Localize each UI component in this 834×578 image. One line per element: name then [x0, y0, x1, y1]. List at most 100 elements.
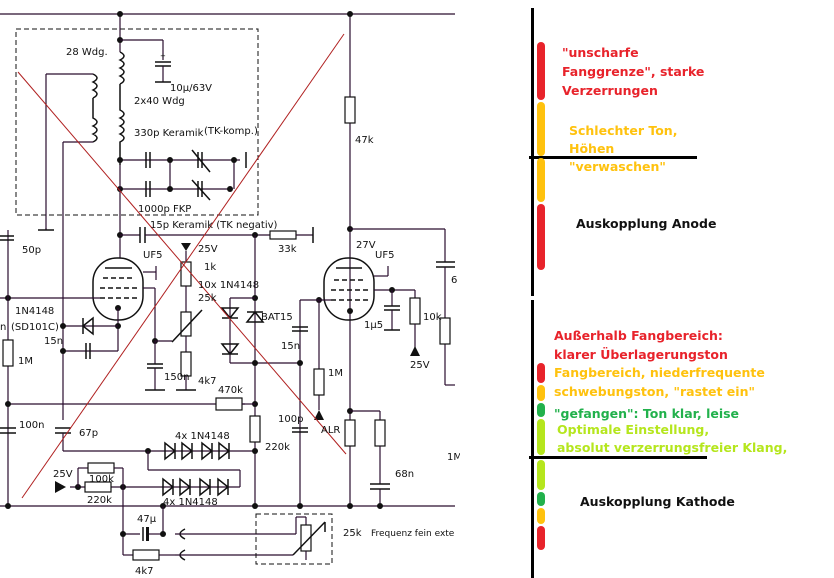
- label-cap-67p: 67p: [79, 428, 98, 439]
- diode-1n4148: [81, 316, 94, 336]
- note-line: "gefangen": Ton klar, leise: [554, 406, 740, 421]
- label-r-33k: 33k: [278, 244, 297, 255]
- note-line: "unscharfe: [562, 45, 639, 60]
- pot-arrow: [171, 309, 203, 343]
- external-pot-box: [255, 513, 333, 565]
- resistor-33k: [269, 230, 297, 240]
- note-line: klarer Überlagerungston: [554, 347, 728, 362]
- kathode-bar-red-top: [537, 363, 545, 383]
- label-cap-68n: 68n: [395, 469, 414, 480]
- capacitor-bank: [117, 149, 247, 201]
- resistor-1M-right: [313, 368, 325, 396]
- diode-chain-4x-top: [164, 441, 231, 461]
- potentiometer-25k-external: [292, 516, 326, 560]
- label-diode-1n4148: 1N4148: [15, 306, 54, 317]
- capacitor-1u5: [384, 290, 400, 331]
- resistor-47k: [344, 96, 356, 124]
- label-coil-secondary: 2x40 Wdg: [134, 96, 185, 107]
- supply-arrow-25v-left: [55, 481, 66, 493]
- anode-bar-red-top: [537, 42, 545, 100]
- resistor-10k: [409, 297, 421, 325]
- label-r-47k: 47k: [355, 135, 374, 146]
- label-cap-10u: 10µ/63V: [170, 83, 212, 94]
- note-line: Schlechter Ton,: [569, 123, 678, 138]
- junction-dot: [5, 401, 11, 407]
- diode-chain-4x-bottom: [162, 477, 230, 497]
- label-r-1M-right: 1M: [328, 368, 343, 379]
- label-cap-1000p: 1000p FKP: [138, 204, 191, 215]
- coil-assembly-box: [15, 28, 259, 216]
- note-line: Fangbereich, niederfrequente: [554, 365, 765, 380]
- anode-axis: [531, 8, 534, 296]
- junction-dot: [252, 503, 258, 509]
- kathode-note-red: Außerhalb Fangbereich: klarer Überlageru…: [554, 326, 728, 364]
- svg-text:+: +: [160, 52, 166, 60]
- anode-bar-orange-top: [537, 102, 545, 156]
- label-r-1k-top: 1k: [204, 262, 216, 273]
- capacitor-47u: [142, 527, 149, 541]
- label-r-10k: 10k: [423, 312, 442, 323]
- label-pot-25k: 25k: [198, 293, 217, 304]
- note-line: Außerhalb Fangbereich:: [554, 328, 723, 343]
- label-r-220k-left: 220k: [87, 495, 112, 506]
- junction-dot: [120, 531, 126, 537]
- alr-arrow: [314, 410, 324, 420]
- label-r-4k7-bottom: 4k7: [135, 566, 154, 577]
- label-diode-sd101c: (SD101C): [11, 322, 59, 333]
- kathode-bar-lightgreen-bottom: [537, 460, 545, 490]
- cross-out-line-2: [21, 33, 345, 499]
- anode-bar-orange-bottom: [537, 158, 545, 202]
- supply-arrow-25v-right: [410, 346, 420, 356]
- junction-dot: [160, 531, 166, 537]
- label-tube1: UF5: [143, 250, 162, 261]
- label-tube2: UF5: [375, 250, 394, 261]
- label-cap-330p: 330p Keramik: [134, 128, 204, 139]
- kathode-center-line: [529, 456, 707, 459]
- resistor-220k-right: [249, 415, 261, 443]
- anode-center-line: [529, 156, 697, 159]
- label-cap-15p: 15p Keramik (TK negativ): [150, 220, 278, 231]
- kathode-title: Auskopplung Kathode: [580, 494, 735, 509]
- label-cutoff-n: n: [0, 322, 6, 333]
- capacitor-10u: +: [155, 52, 171, 83]
- kathode-bar-darkgreen-top: [537, 403, 545, 417]
- label-cutoff-6: 6: [451, 275, 457, 286]
- label-r-220k-right: 220k: [265, 442, 290, 453]
- label-diodes-10x: 10x 1N4148: [198, 280, 259, 291]
- note-line: Höhen: [569, 141, 615, 156]
- note-line: absolut verzerrungsfreier Klang,: [557, 440, 788, 455]
- label-cap-1u5: 1µ5: [364, 320, 383, 331]
- label-v25-left: 25V: [53, 469, 73, 480]
- resistor-1M-left: [2, 339, 14, 367]
- kathode-note-orange: Fangbereich, niederfrequente schwebungst…: [554, 363, 765, 401]
- label-v25-right: 25V: [410, 360, 430, 371]
- resistor-cutoff: [439, 317, 451, 345]
- kathode-bar-orange-top: [537, 385, 545, 401]
- junction-dot: [5, 503, 11, 509]
- label-alr: ALR: [321, 425, 340, 436]
- junction-dot: [297, 503, 303, 509]
- label-r-100k: 100k: [89, 474, 114, 485]
- label-diodes-4x-top: 4x 1N4148: [175, 431, 230, 442]
- kathode-note-darkgreen: "gefangen": Ton klar, leise: [554, 404, 739, 423]
- tube-uf5-right: [323, 257, 375, 321]
- junction-dot: [347, 503, 353, 509]
- inductor-primary: [45, 73, 98, 420]
- diode-bat15: [245, 310, 265, 323]
- resistor-4k7-cathode: [344, 419, 356, 447]
- diode-stack-10x-lower: [220, 343, 240, 356]
- anode-title: Auskopplung Anode: [576, 216, 717, 231]
- label-pot-ext-25k: 25k: [343, 528, 362, 539]
- schematic-diagram: +: [0, 11, 460, 577]
- label-cap-15n-left: 15n: [44, 336, 63, 347]
- anode-note-red: "unscharfe Fanggrenze", starke Verzerrun…: [562, 43, 704, 100]
- label-v25-top: 25V: [198, 244, 218, 255]
- diode-stack-10x: [220, 307, 240, 320]
- junction-dot: [60, 348, 66, 354]
- supply-arrow-25v-top: [181, 243, 191, 251]
- kathode-bar-lightgreen-top: [537, 419, 545, 455]
- kathode-bar-red-bottom: [537, 526, 545, 550]
- junction-dot: [377, 503, 383, 509]
- anode-bar-red-bottom: [537, 204, 545, 270]
- junction-dot: [297, 360, 303, 366]
